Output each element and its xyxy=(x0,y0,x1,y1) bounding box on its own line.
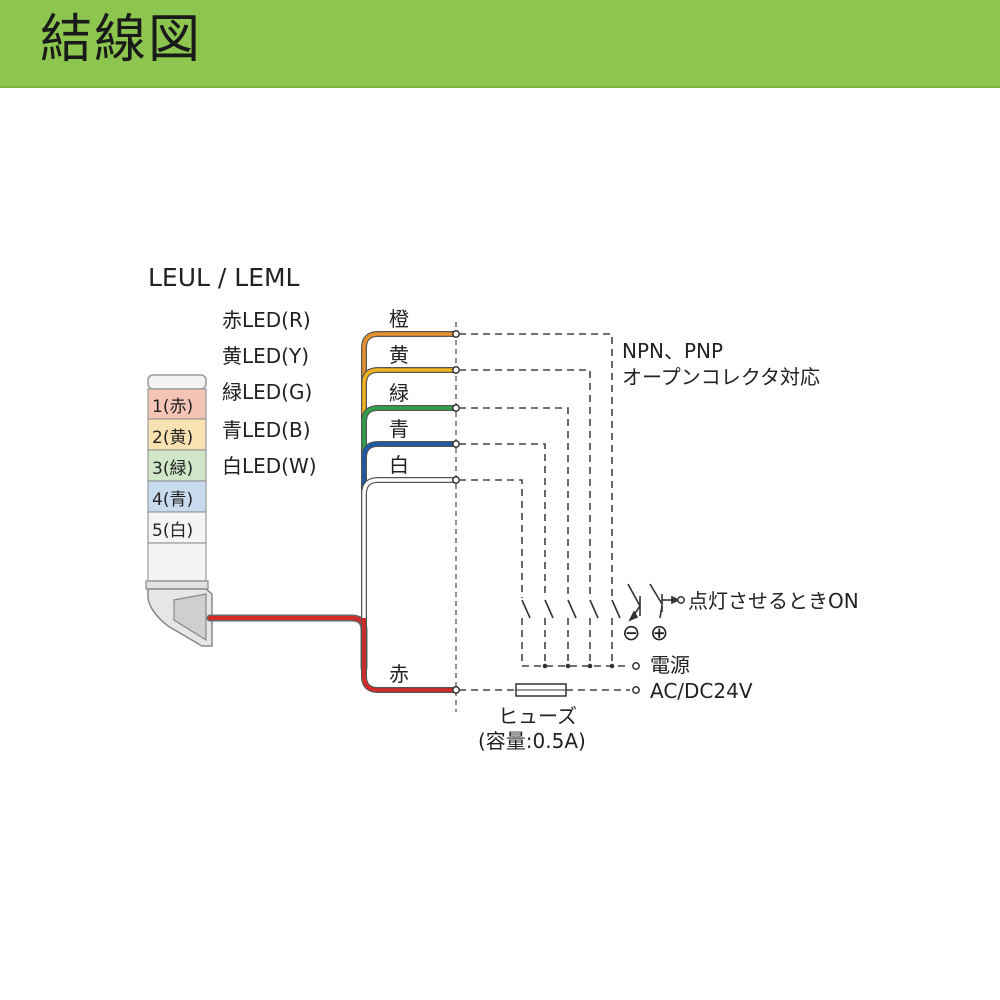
main-cable xyxy=(206,614,368,672)
tower-tier-label-5: 5(白) xyxy=(152,521,193,541)
signal-wires xyxy=(361,331,456,693)
terminal-yellow xyxy=(452,366,460,374)
wire-label-orange: 橙 xyxy=(389,307,409,331)
switch-output-terminal xyxy=(677,596,685,604)
power-voltage: AC/DC24V xyxy=(650,679,753,703)
wire-label-green: 緑 xyxy=(389,381,409,405)
control-line-bottoms xyxy=(521,618,613,666)
fuse-capacity: (容量:0.5A) xyxy=(478,729,586,753)
led-legend: 赤LED(R) 黄LED(Y) 緑LED(G) 青LED(B) 白LED(W) xyxy=(222,308,317,478)
tower-tier-1 xyxy=(147,388,207,420)
signal-tower: 1(赤) 2(黄) 3(緑) 4(青) 5(白) xyxy=(145,374,213,647)
led-legend-white: 白LED(W) xyxy=(222,454,317,478)
terminal-orange xyxy=(452,330,460,338)
terminal-green xyxy=(452,404,460,412)
page-title: 結線図 xyxy=(40,10,203,70)
tower-base-ring xyxy=(145,580,209,590)
control-lines xyxy=(459,333,630,691)
led-legend-red: 赤LED(R) xyxy=(222,308,311,332)
model-label: LEUL / LEML xyxy=(148,263,300,292)
switch-white xyxy=(521,599,531,619)
wire-orange xyxy=(361,331,456,618)
led-legend-blue: 青LED(B) xyxy=(222,418,311,442)
open-collector-label: オープンコレクタ対応 xyxy=(622,365,820,389)
tower-tier-label-3: 3(緑) xyxy=(152,459,193,479)
tower-tier-label-1: 1(赤) xyxy=(152,397,193,417)
tower-tier-5 xyxy=(147,511,207,544)
switch-orange xyxy=(611,599,621,619)
tower-mount-face xyxy=(173,593,207,642)
npn-pnp-label: NPN、PNP xyxy=(622,339,723,363)
tower-tier-label-2: 2(黄) xyxy=(152,428,193,448)
led-legend-green: 緑LED(G) xyxy=(222,380,312,404)
tower-tier-2 xyxy=(147,418,207,451)
transistor-npn-icon xyxy=(627,583,641,622)
junction-dots xyxy=(542,663,615,669)
wire-green xyxy=(361,405,456,618)
control-line-orange xyxy=(459,333,613,598)
tower-tier-3 xyxy=(147,449,207,482)
terminal-white xyxy=(452,476,460,484)
wire-label-red: 赤 xyxy=(389,662,409,686)
control-line-white xyxy=(459,479,523,598)
terminal-red xyxy=(452,686,460,694)
tower-tier-label-4: 4(青) xyxy=(152,490,193,510)
terminal-blue xyxy=(452,440,460,448)
minus-terminal-icon: ⊖ xyxy=(622,621,640,646)
wire-yellow xyxy=(361,367,456,618)
header-bar: 結線図 xyxy=(0,0,1000,88)
control-line-blue xyxy=(459,443,546,598)
wire-labels: 橙 黄 緑 青 白 赤 xyxy=(389,307,409,686)
power-terminal-ac xyxy=(632,686,640,694)
power-label: 電源 xyxy=(650,653,690,677)
control-line-green xyxy=(459,407,569,598)
switch-on-label: 点灯させるときON xyxy=(688,589,859,613)
wire-label-blue: 青 xyxy=(389,417,409,441)
plus-terminal-icon: ⊕ xyxy=(650,621,668,646)
switch-yellow xyxy=(589,599,599,619)
control-line-yellow xyxy=(459,369,591,598)
fuse-label: ヒューズ xyxy=(498,704,577,728)
wire-white xyxy=(361,477,456,618)
power-terminal-common xyxy=(632,662,640,670)
tower-cap xyxy=(147,374,207,390)
switch-blue xyxy=(544,599,554,619)
switches xyxy=(521,599,621,619)
tower-tier-4 xyxy=(147,480,207,513)
tower-body xyxy=(147,542,207,582)
led-legend-yellow: 黄LED(Y) xyxy=(222,344,309,368)
transistor-pnp-icon xyxy=(649,583,680,619)
switch-green xyxy=(567,599,577,619)
wire-red xyxy=(361,618,456,693)
wire-label-yellow: 黄 xyxy=(389,343,409,367)
wire-blue xyxy=(361,441,456,618)
wire-label-white: 白 xyxy=(389,453,409,477)
